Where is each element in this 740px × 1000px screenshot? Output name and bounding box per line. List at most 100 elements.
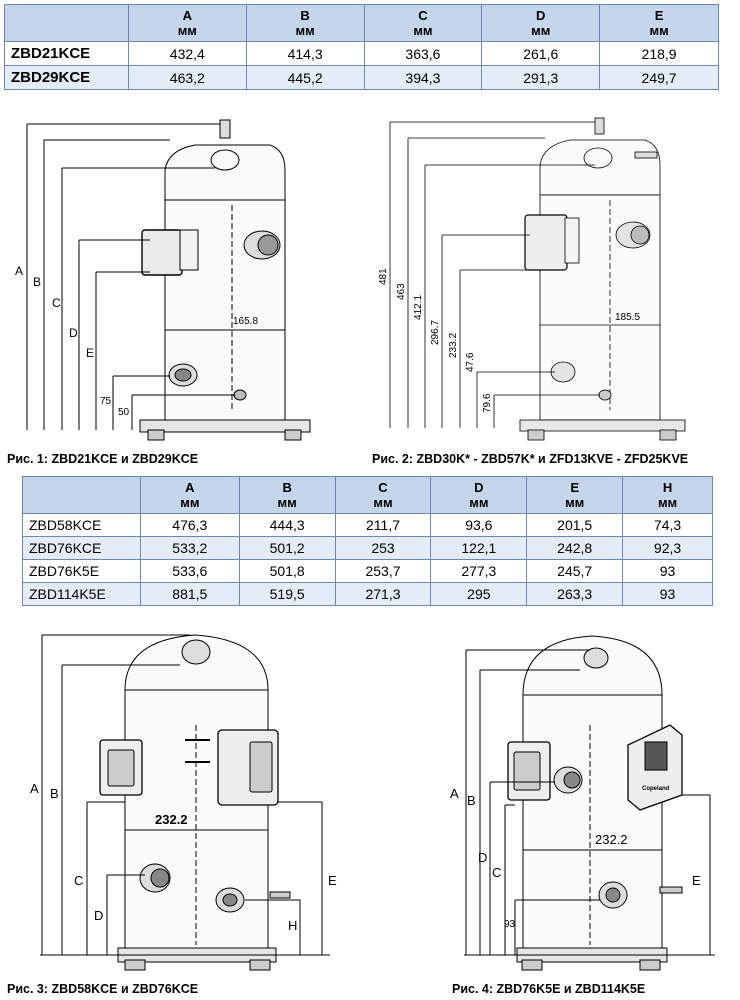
fig1-dim-width: 165.8 — [233, 316, 258, 327]
value-cell: 253,7 — [334, 559, 432, 583]
copeland-logo-text: Copeland — [642, 786, 670, 792]
value-cell: 261,6 — [481, 41, 601, 66]
figure-1-caption: Рис. 1: ZBD21KCE и ZBD29KCE — [7, 452, 199, 466]
fig1-dim-c: C — [52, 296, 61, 310]
model-cell: ZBD76KCE — [22, 536, 141, 560]
figure-3-caption: Рис. 3: ZBD58KCE и ZBD76KCE — [7, 982, 199, 996]
value-cell: 74,3 — [622, 513, 713, 537]
figure-2-drawing: 481 463 412.1 296.7 233.2 47.6 79.6 185.… — [378, 117, 686, 441]
table-header-corner — [4, 4, 129, 42]
value-cell: 218,9 — [599, 41, 719, 66]
fig4-dim-c: C — [492, 865, 501, 880]
table-header-corner — [22, 476, 141, 514]
table-row: ZBD29KCE 463,2 445,2 394,3 291,3 249,7 — [4, 65, 719, 90]
figure-3-drawing: A B C D E H 232.2 — [30, 634, 337, 971]
table-row: ZBD76KCE 533,2 501,2 253 122,1 242,8 92,… — [22, 536, 713, 560]
value-cell: 93 — [622, 559, 713, 583]
fig4-dim-a: A — [450, 786, 459, 801]
fig2-dim-47: 47.6 — [465, 352, 476, 372]
fig1-dim-75: 75 — [100, 396, 112, 407]
value-cell: 363,6 — [363, 41, 483, 66]
value-cell: 122,1 — [430, 536, 528, 560]
value-cell: 295 — [430, 582, 528, 606]
fig2-dim-296: 296.7 — [430, 320, 441, 345]
value-cell: 242,8 — [526, 536, 624, 560]
value-cell: 476,3 — [139, 513, 240, 537]
model-cell: ZBD29KCE — [4, 65, 129, 90]
value-cell: 253 — [334, 536, 432, 560]
value-cell: 881,5 — [139, 582, 240, 606]
fig1-dim-d: D — [69, 326, 78, 340]
fig1-dim-b: B — [33, 275, 41, 289]
model-cell: ZBD114K5E — [22, 582, 141, 606]
model-cell: ZBD58KCE — [22, 513, 141, 537]
value-cell: 93,6 — [430, 513, 528, 537]
value-cell: 263,3 — [526, 582, 624, 606]
fig4-dim-e: E — [692, 873, 701, 888]
table-row: ZBD21KCE 432,4 414,3 363,6 261,6 218,9 — [4, 41, 719, 66]
fig2-dim-233: 233.2 — [448, 333, 459, 358]
value-cell: 501,8 — [238, 559, 336, 583]
table-row: ZBD114K5E 881,5 519,5 271,3 295 263,3 93 — [22, 582, 713, 606]
value-cell: 444,3 — [238, 513, 336, 537]
figure-4-drawing: Copeland A B D C E 93 232.2 — [450, 635, 715, 971]
fig3-dim-a: A — [30, 781, 39, 796]
value-cell: 92,3 — [622, 536, 713, 560]
value-cell: 93 — [622, 582, 713, 606]
figure-2-caption: Рис. 2: ZBD30K* - ZBD57K* и ZFD13KVE - Z… — [372, 452, 689, 466]
fig3-dim-e: E — [328, 873, 337, 888]
table-row: ZBD76K5E 533,6 501,8 253,7 277,3 245,7 9… — [22, 559, 713, 583]
value-cell: 432,4 — [127, 41, 247, 66]
fig3-dim-h: H — [288, 918, 297, 933]
fig1-dim-e: E — [86, 346, 94, 360]
fig2-dim-412: 412.1 — [413, 295, 424, 320]
fig1-dim-a: A — [15, 264, 23, 278]
value-cell: 394,3 — [363, 65, 483, 90]
value-cell: 245,7 — [526, 559, 624, 583]
value-cell: 533,2 — [139, 536, 240, 560]
value-cell: 445,2 — [245, 65, 365, 90]
fig2-dim-79: 79.6 — [482, 393, 493, 413]
fig2-dim-width: 185.5 — [615, 312, 640, 323]
fig4-dim-b: B — [467, 793, 476, 808]
figure-1-drawing: A B C D E 75 50 165.8 — [15, 119, 311, 441]
value-cell: 249,7 — [599, 65, 719, 90]
value-cell: 463,2 — [127, 65, 247, 90]
value-cell: 519,5 — [238, 582, 336, 606]
fig4-dim-width: 232.2 — [595, 832, 628, 847]
value-cell: 271,3 — [334, 582, 432, 606]
fig3-dim-d: D — [94, 908, 103, 923]
fig1-dim-50: 50 — [118, 407, 130, 418]
fig3-dim-c: C — [74, 873, 83, 888]
figure-4-caption: Рис. 4: ZBD76K5E и ZBD114K5E — [452, 982, 646, 996]
value-cell: 533,6 — [139, 559, 240, 583]
table-row: ZBD58KCE 476,3 444,3 211,7 93,6 201,5 74… — [22, 513, 713, 537]
value-cell: 277,3 — [430, 559, 528, 583]
model-cell: ZBD76K5E — [22, 559, 141, 583]
value-cell: 501,2 — [238, 536, 336, 560]
value-cell: 291,3 — [481, 65, 601, 90]
value-cell: 414,3 — [245, 41, 365, 66]
value-cell: 201,5 — [526, 513, 624, 537]
fig3-dim-b: B — [50, 786, 59, 801]
model-cell: ZBD21KCE — [4, 41, 129, 66]
fig4-dim-93: 93 — [504, 919, 516, 930]
fig2-dim-463: 463 — [396, 283, 407, 300]
fig2-dim-481: 481 — [378, 268, 389, 285]
fig4-dim-d: D — [478, 850, 487, 865]
fig3-dim-width: 232.2 — [155, 812, 188, 827]
value-cell: 211,7 — [334, 513, 432, 537]
